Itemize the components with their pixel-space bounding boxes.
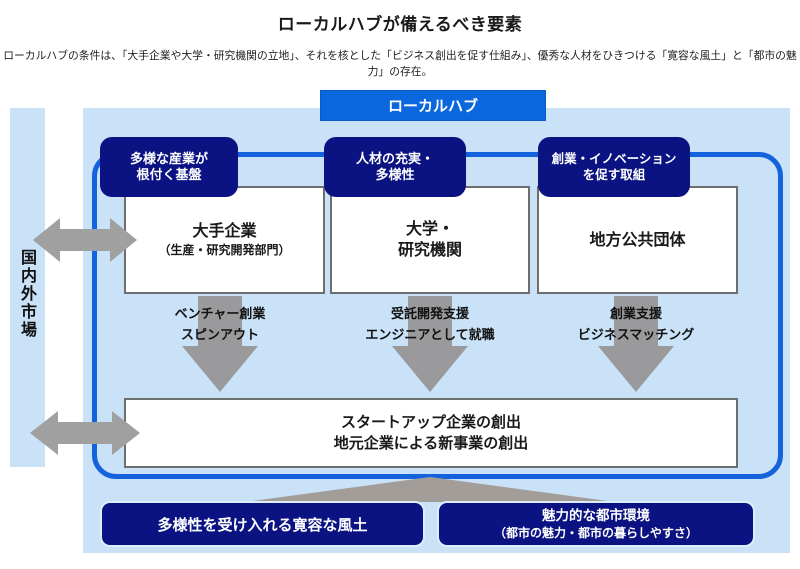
badge-line: 根付く基盤	[136, 167, 202, 182]
foundation-line: 多様性を受け入れる寛容な風土	[157, 516, 368, 534]
foundation-line: 魅力的な都市環境	[542, 508, 650, 523]
local-hub-title-box: ローカルハブ	[320, 90, 546, 121]
badge-line: 人材の充実・	[355, 150, 434, 166]
badge-line: 多様な産業が	[129, 150, 208, 166]
foundation-line: （都市の魅力・都市の暮らしやすさ）	[494, 526, 698, 540]
flow-line: ベンチャー創業	[174, 306, 266, 321]
box-subtitle: （生産・研究開発部門）	[158, 243, 291, 257]
badge-line: 創業・イノベーション	[551, 151, 677, 166]
box-title-line2: 研究機関	[397, 242, 462, 259]
outcome-line: 地元企業による新事業の創出	[333, 435, 529, 452]
large-company-box: 大手企業 （生産・研究開発部門）	[124, 186, 325, 294]
double-arrow-icon	[30, 411, 140, 455]
box-title: 大手企業	[192, 223, 257, 240]
box-title: 大学・	[405, 221, 454, 238]
down-arrow-icon	[392, 296, 468, 392]
page-subtitle: ローカルハブの条件は、「大手企業や大学・研究機関の立地」、それを核とした「ビジネ…	[3, 50, 797, 78]
double-arrow-icon	[33, 218, 137, 262]
down-arrow-icon	[598, 296, 674, 392]
box-title: 地方公共団体	[589, 231, 686, 249]
badge-diverse-industry: 多様な産業が 根付く基盤	[100, 137, 238, 197]
market-strip	[10, 108, 45, 467]
tolerant-culture-box: 多様性を受け入れる寛容な風土	[100, 501, 425, 547]
attractive-city-box: 魅力的な都市環境 （都市の魅力・都市の暮らしやすさ）	[437, 501, 755, 547]
badge-human-resources: 人材の充実・ 多様性	[324, 137, 466, 197]
flow-line: ビジネスマッチング	[577, 327, 695, 342]
down-arrow-icon	[182, 296, 258, 392]
badge-innovation-initiatives: 創業・イノベーション を促す取組	[538, 137, 690, 197]
badge-line: 多様性	[375, 167, 415, 182]
flow-line: 受託開発支援	[390, 306, 469, 321]
up-triangle-icon	[245, 477, 615, 502]
flow-line: スピンアウト	[180, 327, 259, 342]
flow-label-development: 受託開発支援 エンジニアとして就職	[320, 303, 540, 345]
flow-label-venture: ベンチャー創業 スピンアウト	[110, 303, 330, 345]
flow-line: 創業支援	[609, 306, 662, 321]
startup-creation-box: スタートアップ企業の創出 地元企業による新事業の創出	[124, 398, 738, 468]
badge-line: を促す取組	[582, 168, 646, 182]
flow-line: エンジニアとして就職	[365, 327, 495, 342]
market-label: 国内外市場	[18, 249, 35, 339]
local-government-box: 地方公共団体	[537, 186, 738, 294]
university-box: 大学・ 研究機関	[330, 186, 530, 294]
page-title: ローカルハブが備えるべき要素	[277, 15, 523, 34]
outcome-line: スタートアップ企業の創出	[340, 414, 521, 431]
flow-label-startup-support: 創業支援 ビジネスマッチング	[526, 303, 746, 345]
